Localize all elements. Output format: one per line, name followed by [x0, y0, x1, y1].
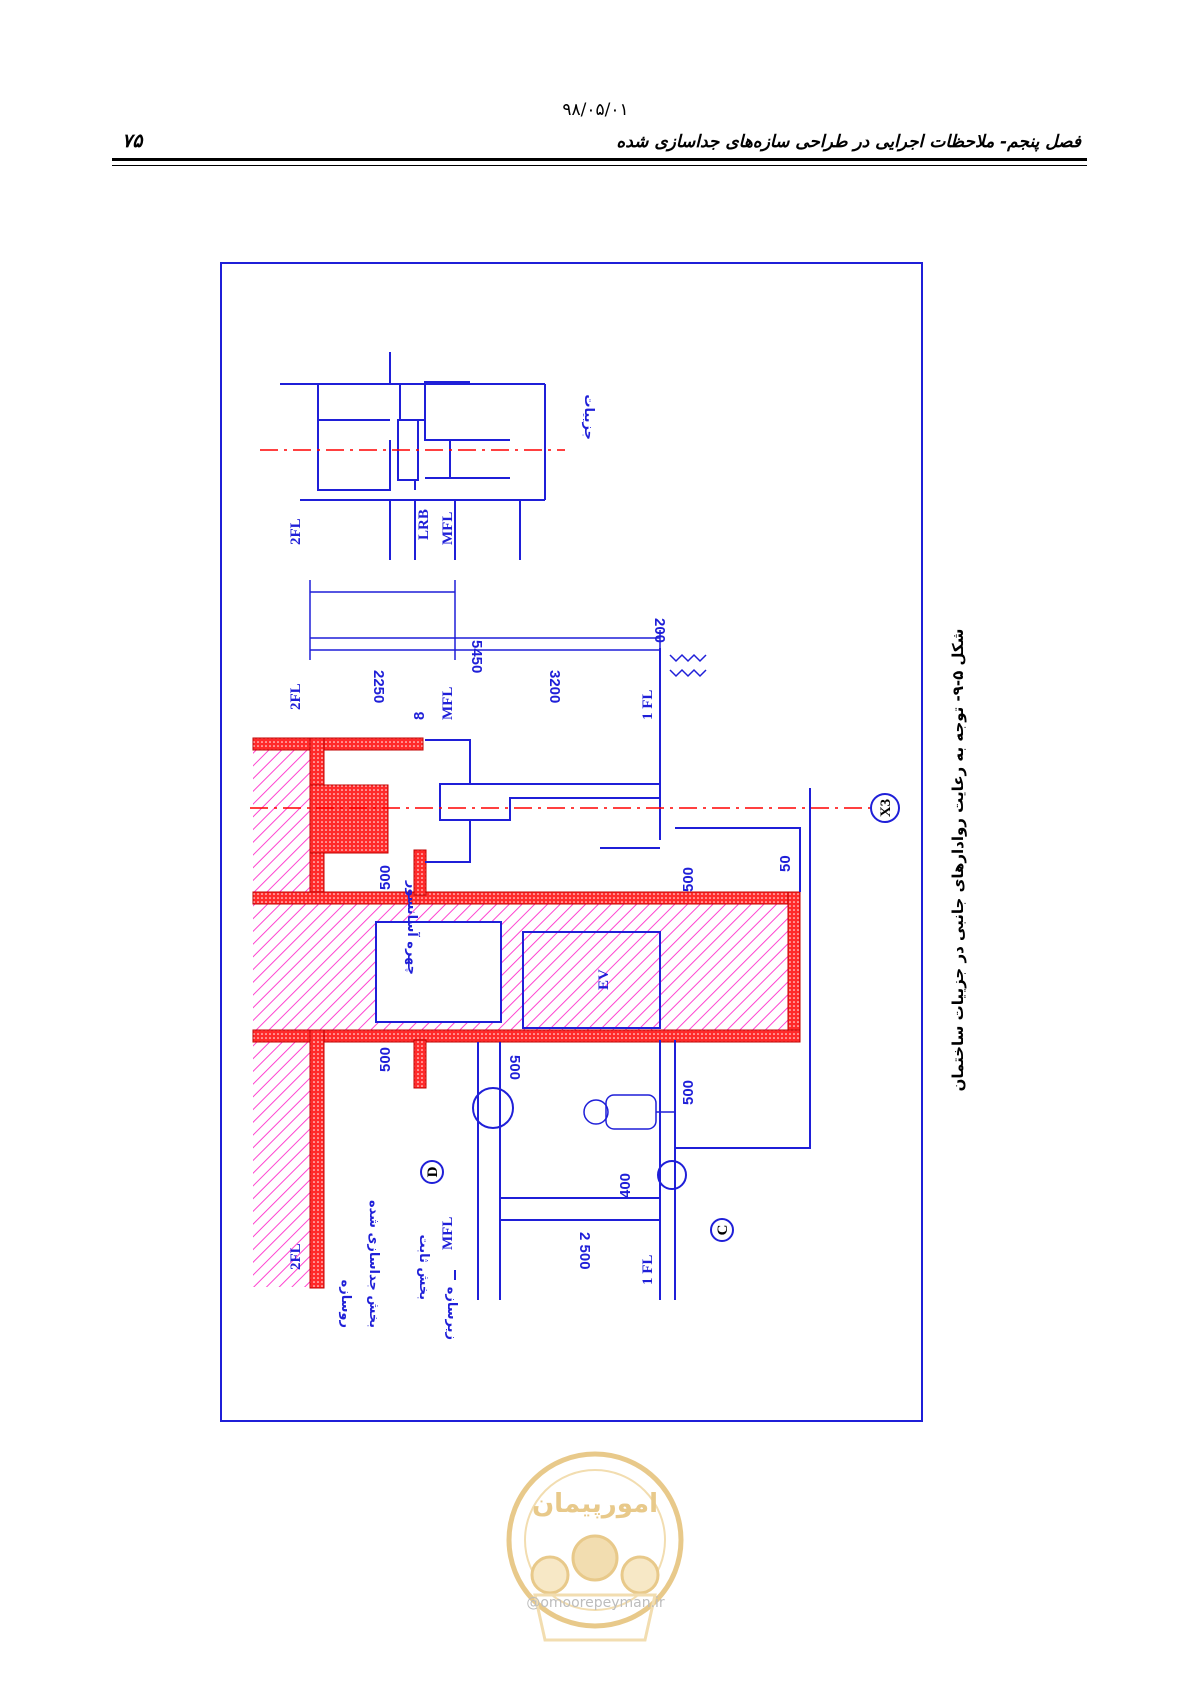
svg-text:D: D	[425, 1166, 441, 1177]
svg-text:500: 500	[680, 1080, 697, 1105]
svg-text:500: 500	[377, 865, 394, 890]
svg-text:5450: 5450	[468, 640, 485, 673]
svg-text:1 FL: 1 FL	[640, 1255, 656, 1285]
svg-text:C: C	[715, 1225, 731, 1236]
chapter-title: فصل پنجم- ملاحظات اجرایی در طراحی سازه‌ه…	[616, 132, 1081, 152]
superstructure-hatch	[253, 742, 790, 1287]
svg-text:روسازه: روسازه	[338, 1280, 353, 1328]
svg-text:بخش ثابت: بخش ثابت	[416, 1234, 431, 1300]
isolated-structure	[252, 737, 801, 1289]
svg-text:500: 500	[377, 1047, 394, 1072]
svg-text:بخش جداسازی شده: بخش جداسازی شده	[366, 1200, 381, 1328]
svg-text:8: 8	[411, 712, 428, 720]
svg-text:2 500: 2 500	[576, 1232, 593, 1270]
axis-lines	[250, 449, 870, 809]
elevator-shaft	[375, 921, 661, 1029]
svg-text:MFL: MFL	[440, 512, 456, 545]
svg-text:2250: 2250	[370, 670, 387, 703]
svg-text:500: 500	[506, 1055, 523, 1080]
svg-text:LRB: LRB	[416, 509, 432, 540]
svg-text:X3: X3	[878, 799, 894, 817]
page-number: ۷۵	[122, 130, 143, 152]
svg-text:چهره آسانسور: چهره آسانسور	[404, 880, 421, 975]
person-figure	[583, 1094, 675, 1130]
detail-marker-d: D	[420, 1087, 514, 1184]
svg-text:امورپیمان: امورپیمان	[532, 1489, 658, 1519]
svg-text:500: 500	[680, 867, 697, 892]
dimension-lines	[309, 580, 661, 660]
watermark-logo: امورپیمان	[506, 1451, 684, 1642]
svg-text:زیرسازه: زیرسازه	[444, 1287, 459, 1340]
drawing-labels: 2FL 2FL 2FL MFL MFL MFL 1 FL 1 FL LRB EV…	[288, 394, 794, 1340]
fixed-structure-lines	[425, 648, 811, 1300]
axis-bubble-x3: X3	[870, 793, 900, 823]
ground-hatch	[669, 653, 707, 678]
header-rule-thin	[112, 165, 1087, 166]
header-rule-thick	[112, 158, 1087, 161]
svg-text:2FL: 2FL	[288, 518, 304, 545]
svg-text:2FL: 2FL	[288, 683, 304, 710]
figure-frame	[220, 262, 923, 1422]
svg-text:1 FL: 1 FL	[640, 690, 656, 720]
watermark-url: @omoorepeyman.ir	[526, 1595, 665, 1611]
svg-text:400: 400	[617, 1173, 634, 1198]
svg-text:3200: 3200	[546, 670, 563, 703]
svg-text:200: 200	[651, 618, 668, 643]
svg-text:EV: EV	[596, 969, 612, 990]
bearing-detail	[280, 352, 546, 560]
header-date: ۹۸/۰۵/۰۱	[562, 100, 629, 120]
svg-text:MFL: MFL	[440, 1217, 456, 1250]
svg-text:2FL: 2FL	[288, 1243, 304, 1270]
svg-text:50: 50	[777, 855, 794, 872]
svg-text:MFL: MFL	[440, 687, 456, 720]
svg-text:جزییات: جزییات	[581, 394, 596, 440]
detail-marker-c: C	[657, 1160, 734, 1242]
